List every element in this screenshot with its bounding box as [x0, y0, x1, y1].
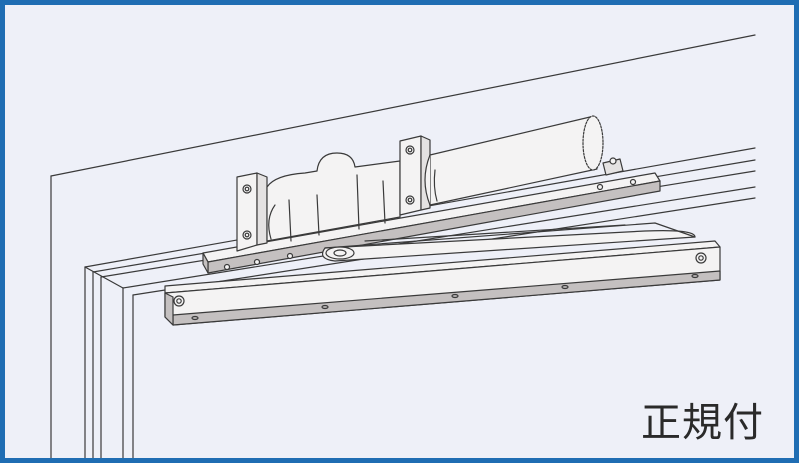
closer-body — [236, 115, 624, 252]
caption-label: 正規付 — [641, 400, 764, 446]
bottom-plate — [164, 240, 721, 326]
mounting-plate — [202, 172, 661, 274]
closer-arm — [322, 222, 696, 262]
door-closer-illustration — [50, 34, 756, 458]
